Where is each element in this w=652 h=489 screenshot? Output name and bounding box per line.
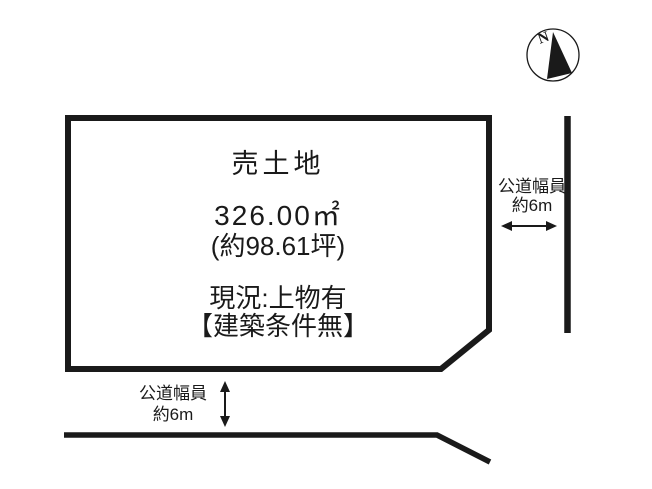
road-bottom-label: 公道幅員 約6m xyxy=(123,383,223,425)
plot-area-tsubo: (約98.61坪) xyxy=(210,231,346,261)
road-bottom-label-text: 公道幅員 xyxy=(139,384,207,403)
road-right-label-value: 約6m xyxy=(511,196,553,215)
road-bottom-line xyxy=(64,432,492,465)
compass-north-icon: N xyxy=(526,28,580,82)
road-right-width-arrow-icon xyxy=(501,221,557,231)
road-right-label-text: 公道幅員 xyxy=(498,177,566,196)
plot-outline xyxy=(65,115,492,372)
road-bottom-label-value: 約6m xyxy=(152,405,194,424)
compass-north-label: N xyxy=(536,29,552,48)
plot-condition: 【建築条件無】 xyxy=(186,311,369,341)
plot-area-sqm: 326.00㎡ xyxy=(214,200,342,231)
road-right-label: 公道幅員 約6m xyxy=(492,177,572,215)
road-bottom-width-arrow-icon xyxy=(220,381,230,427)
plot-status: 現況:上物有 xyxy=(209,283,347,313)
plot-title: 売土地 xyxy=(231,149,325,179)
